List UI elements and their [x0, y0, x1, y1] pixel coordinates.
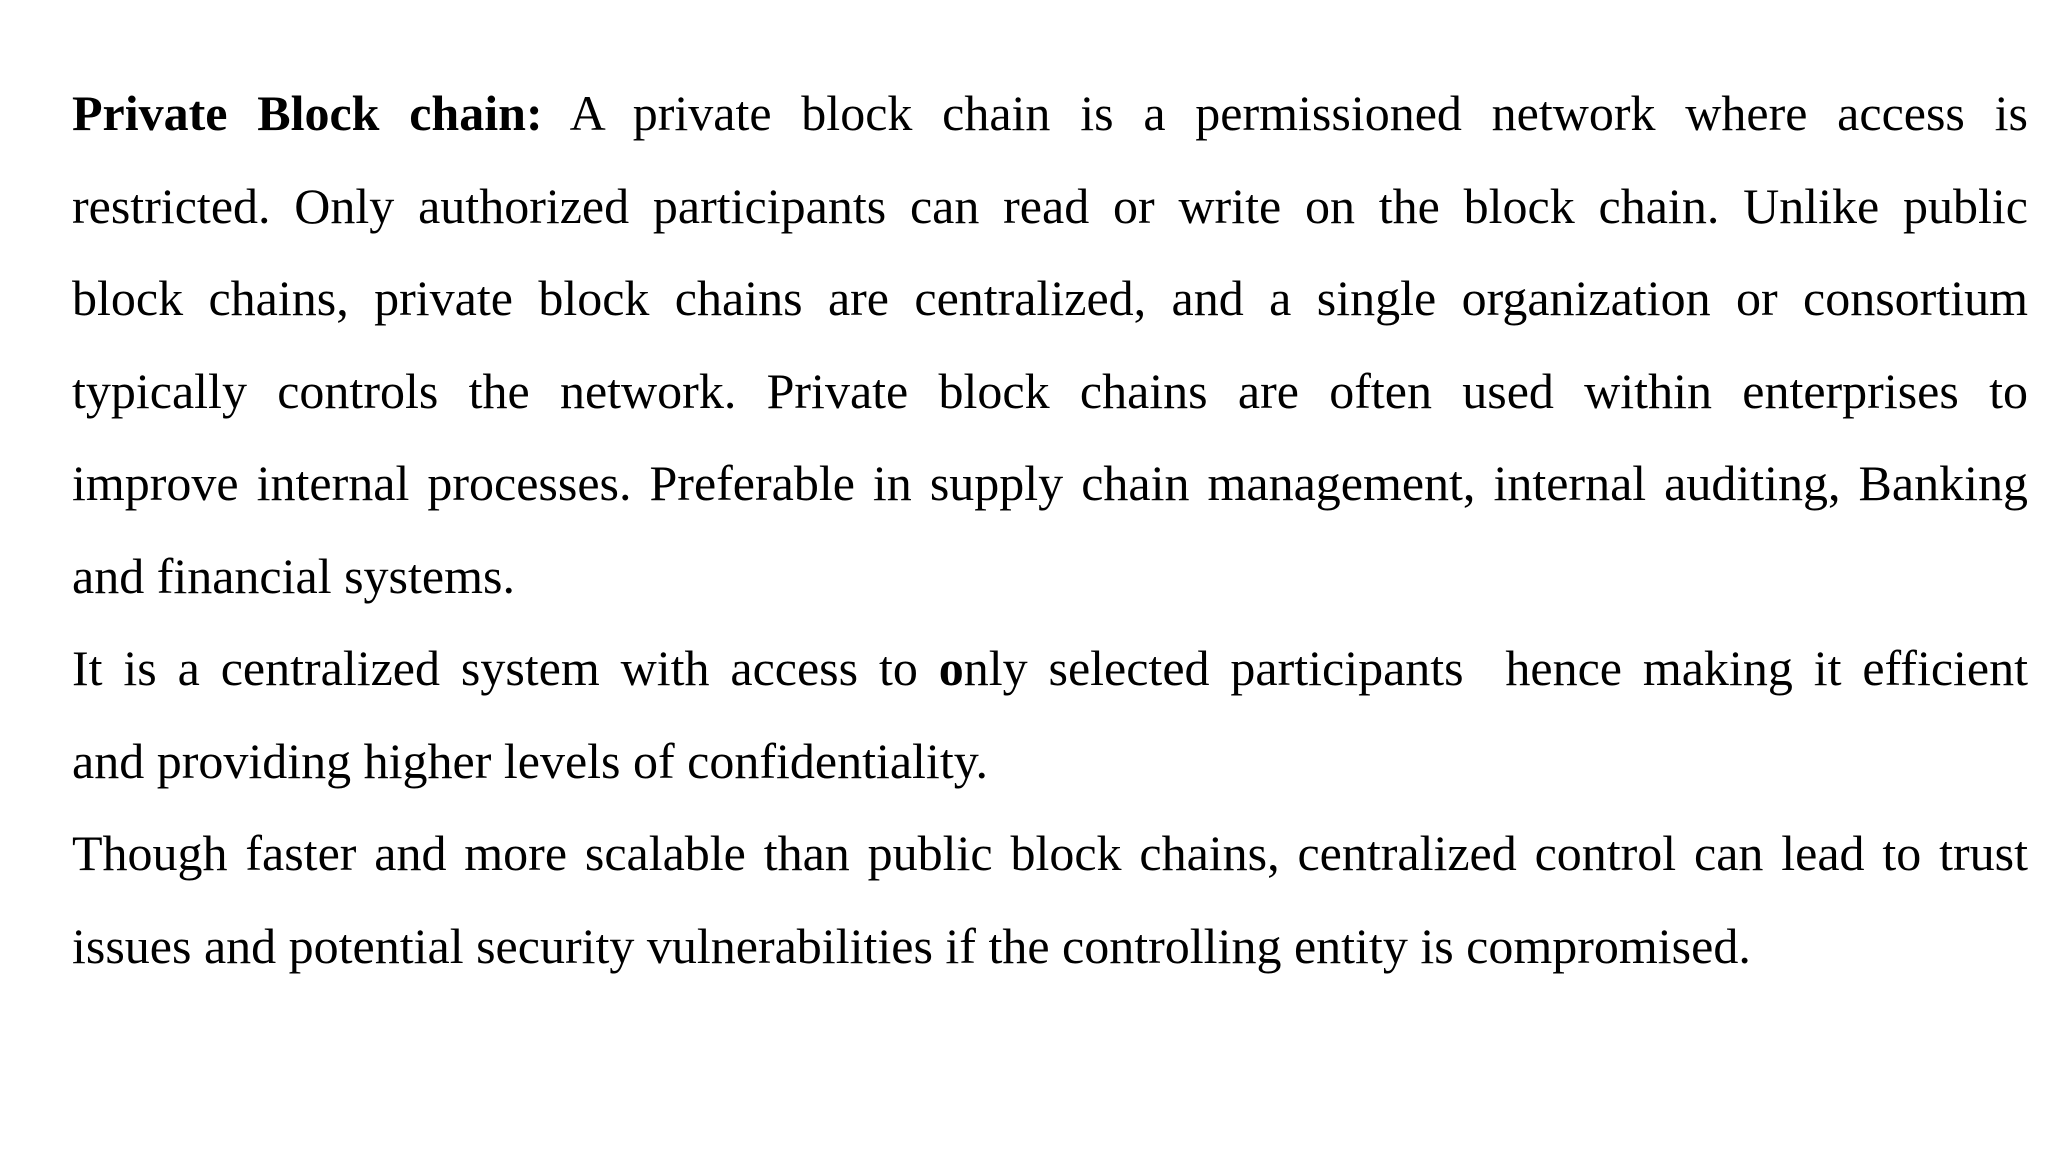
- text-line-pre: It is a centralized system with access t…: [72, 640, 939, 696]
- text-line: issues and potential security vulnerabil…: [72, 917, 1751, 974]
- text-line: block chains, private block chains are c…: [72, 270, 2028, 326]
- bold-heading: Private Block chain:: [72, 85, 543, 141]
- text-line: and financial systems.: [72, 547, 515, 604]
- text-line-rest: A private block chain is a permissioned …: [542, 85, 2028, 141]
- text-line: restricted. Only authorized participants…: [72, 177, 2028, 234]
- text-line: improve internal processes. Preferable i…: [72, 455, 2028, 511]
- document-page: Private Block chain: A private block cha…: [72, 67, 2028, 974]
- text-line: Private Block chain: A private block cha…: [72, 67, 2028, 160]
- text-line: Though faster and more scalable than pub…: [72, 825, 2028, 881]
- text-line: and providing higher levels of confident…: [72, 732, 988, 789]
- text-line: typically controls the network. Private …: [72, 362, 2028, 419]
- text-line-post: nly selected participants hence making i…: [963, 640, 2028, 696]
- bold-letter: o: [938, 640, 964, 696]
- text-line: It is a centralized system with access t…: [72, 622, 2028, 715]
